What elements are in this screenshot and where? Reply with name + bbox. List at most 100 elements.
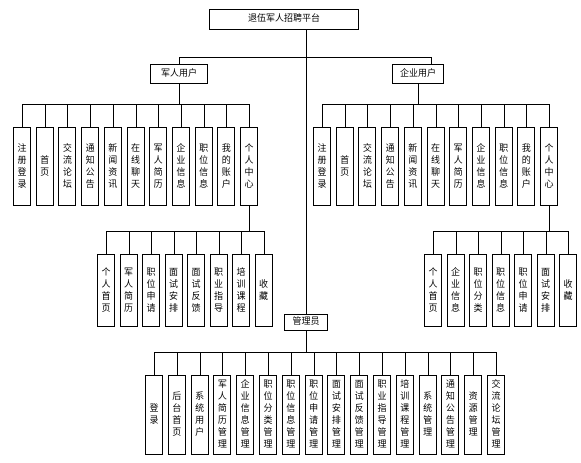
admin-menu-drop [154, 352, 155, 375]
soldier-menu-drop [249, 104, 250, 127]
enterprise-center-drop [545, 231, 547, 254]
admin-menu-drop [382, 352, 383, 375]
soldier-menu-drop [135, 104, 137, 127]
admin-menu-drop [450, 352, 452, 375]
admin-menu-item: 企业信息管理 [236, 375, 255, 455]
admin-menu-item: 职位申请管理 [304, 375, 323, 455]
admin-menu-drop [268, 352, 269, 375]
admin-menu-drop [313, 352, 315, 375]
enterprise-menu-item: 注册登录 [313, 127, 331, 206]
enterprise-menu-item: 企业信息 [471, 127, 490, 206]
root-node: 退伍军人招聘平台 [209, 9, 359, 30]
soldier-center-stem [249, 206, 250, 231]
soldier-center-drop [128, 231, 130, 254]
soldier-menu-item: 职位信息 [194, 127, 213, 206]
enterprise-stem [418, 84, 419, 104]
admin-menu-drop [290, 352, 292, 375]
admin-menu-item: 系统管理 [418, 375, 437, 455]
admin-menu-drop [496, 352, 497, 375]
soldier-menu-drop [203, 104, 205, 127]
soldier-menu-item: 注册登录 [13, 127, 31, 206]
enterprise-center-stem [549, 206, 550, 231]
enterprise-menu-item: 在线聊天 [426, 127, 445, 206]
admin-menu-item: 后台首页 [167, 375, 186, 455]
enterprise-menu-item: 交流论坛 [358, 127, 377, 206]
enterprise-menu-drop [526, 104, 528, 127]
admin-stem [306, 331, 307, 352]
soldier-menu-drop [158, 104, 160, 127]
enterprise-menu-drop [390, 104, 392, 127]
enterprise-menu-drop [458, 104, 460, 127]
enterprise-menu-drop [412, 104, 414, 127]
soldier-menu-item: 企业信息 [171, 127, 190, 206]
root-drop [179, 57, 180, 64]
enterprise-center-item: 面试安排 [536, 254, 555, 327]
admin-menu-item: 职位信息管理 [281, 375, 300, 455]
enterprise-center-drop [478, 231, 479, 254]
soldier-center-drop [263, 231, 265, 254]
soldier-center-drop [173, 231, 175, 254]
admin-menu-item: 通知公告管理 [441, 375, 460, 455]
admin-menu-item: 登录 [145, 375, 163, 455]
soldier-center-drop [196, 231, 197, 254]
admin-menu-item: 交流论坛管理 [487, 375, 505, 455]
soldier-center-drop [241, 231, 242, 254]
admin-menu-drop [336, 352, 338, 375]
soldier-menu-item: 我的账户 [217, 127, 236, 206]
enterprise-menu-item: 首页 [335, 127, 354, 206]
soldier-stem [179, 84, 180, 104]
enterprise-menu-drop [367, 104, 369, 127]
enterprise-menu-drop [322, 104, 323, 127]
enterprise-center-drop [433, 231, 434, 254]
enterprise-menu-item: 新闻资讯 [403, 127, 422, 206]
enterprise-center-item: 企业信息 [446, 254, 465, 327]
enterprise-menu-item: 职位信息 [494, 127, 513, 206]
soldier-center-item: 职业指导 [209, 254, 228, 327]
root-drop [431, 57, 432, 64]
admin-menu-item: 培训课程管理 [395, 375, 414, 455]
enterprise-center-item: 职位信息 [491, 254, 510, 327]
soldier-user-node: 军人用户 [150, 64, 208, 84]
soldier-center-item: 培训课程 [232, 254, 250, 327]
soldier-center-drop [106, 231, 107, 254]
enterprise-menu-item: 个人中心 [540, 127, 558, 206]
root-trunk [306, 30, 307, 315]
admin-menu-drop [359, 352, 361, 375]
soldier-menu-item: 军人简历 [149, 127, 168, 206]
soldier-center-bus [106, 231, 265, 232]
admin-node: 管理员 [284, 314, 328, 331]
soldier-menu-item: 交流论坛 [58, 127, 77, 206]
enterprise-menu-item: 我的账户 [517, 127, 536, 206]
admin-menu-item: 面试安排管理 [327, 375, 346, 455]
admin-menu-drop [199, 352, 201, 375]
admin-menu-item: 资源管理 [464, 375, 483, 455]
admin-menu-item: 职业指导管理 [373, 375, 391, 455]
soldier-menu-drop [44, 104, 46, 127]
admin-menu-item: 系统用户 [190, 375, 209, 455]
soldier-center-item: 职位申请 [142, 254, 160, 327]
soldier-menu-item: 新闻资讯 [103, 127, 122, 206]
enterprise-menu-drop [503, 104, 505, 127]
enterprise-menu-drop [480, 104, 482, 127]
soldier-center-item: 面试反馈 [187, 254, 205, 327]
soldier-menu-item: 在线聊天 [126, 127, 145, 206]
enterprise-center-item: 职位分类 [469, 254, 487, 327]
admin-menu-bus [154, 352, 497, 353]
enterprise-menu-drop [344, 104, 346, 127]
enterprise-menu-item: 军人简历 [449, 127, 468, 206]
soldier-menu-drop [180, 104, 182, 127]
enterprise-center-drop [500, 231, 502, 254]
enterprise-menu-item: 通知公告 [381, 127, 400, 206]
enterprise-center-drop [523, 231, 524, 254]
enterprise-center-item: 个人首页 [424, 254, 442, 327]
soldier-menu-item: 首页 [35, 127, 54, 206]
soldier-center-drop [218, 231, 220, 254]
soldier-menu-drop [226, 104, 228, 127]
soldier-center-item: 个人首页 [97, 254, 115, 327]
enterprise-user-node: 企业用户 [392, 64, 444, 84]
soldier-menu-drop [22, 104, 23, 127]
soldier-center-item: 收藏 [254, 254, 273, 327]
admin-menu-drop [473, 352, 475, 375]
admin-menu-drop [222, 352, 224, 375]
